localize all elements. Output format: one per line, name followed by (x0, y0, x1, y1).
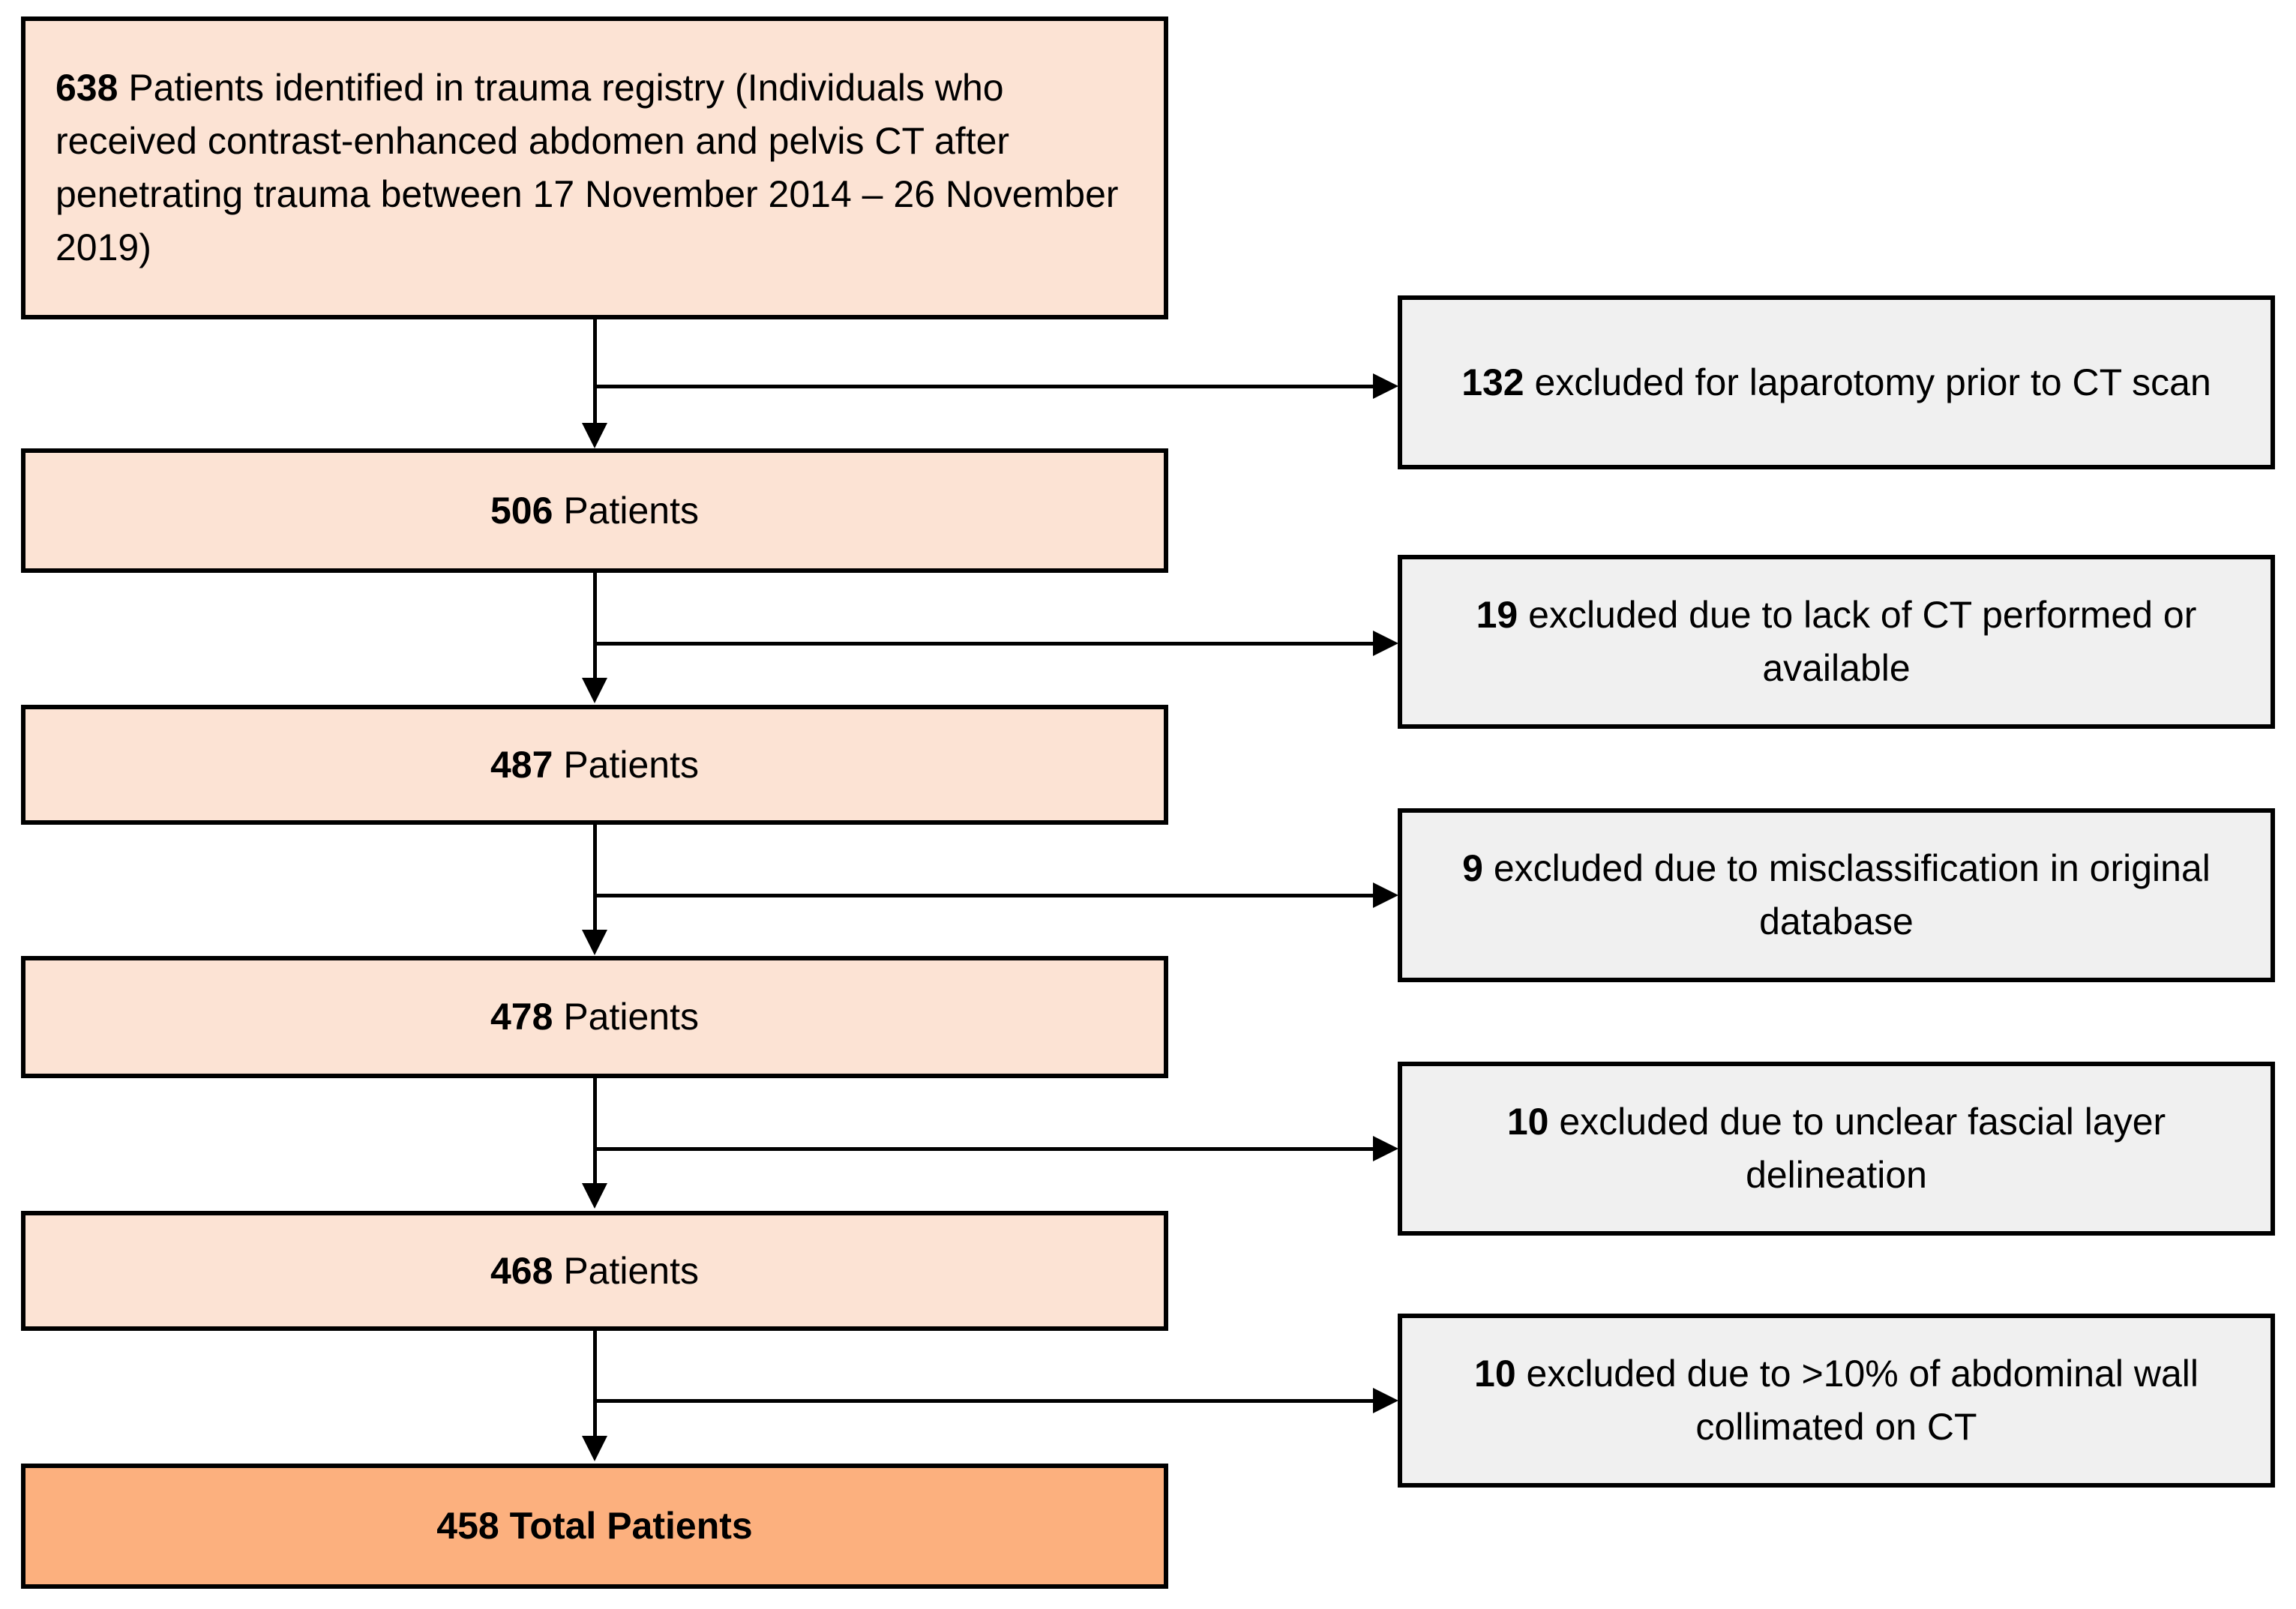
connector-vline-1 (593, 319, 597, 423)
cohort-label-638: Patients identified in trauma registry (… (55, 67, 1119, 268)
exclusion-label-19: excluded due to lack of CT performed or … (1518, 594, 2197, 689)
cohort-label-468: Patients (553, 1249, 699, 1292)
connector-arrow-right-3 (1373, 882, 1398, 908)
final-cohort-box-458: 458 Total Patients (21, 1464, 1168, 1589)
exclusion-box-19-text: 19 excluded due to lack of CT performed … (1402, 589, 2271, 695)
exclusion-label-9: excluded due to misclassification in ori… (1482, 847, 2211, 942)
connector-arrow-down-4 (582, 1183, 607, 1209)
exclusion-box-9: 9 excluded due to misclassification in o… (1398, 808, 2275, 982)
exclusion-box-10-fascial-text: 10 excluded due to unclear fascial layer… (1402, 1095, 2271, 1202)
final-label-458: Total Patients (499, 1505, 753, 1547)
exclusion-count-19: 19 (1476, 594, 1518, 636)
cohort-box-638: 638 Patients identified in trauma regist… (21, 16, 1168, 319)
connector-hline-4 (593, 1147, 1373, 1151)
cohort-box-478: 478 Patients (21, 956, 1168, 1078)
cohort-count-478: 478 (490, 996, 553, 1038)
connector-hline-2 (593, 642, 1373, 646)
connector-vline-5 (593, 1331, 597, 1436)
exclusion-label-10-fascial: excluded due to unclear fascial layer de… (1548, 1101, 2166, 1196)
connector-arrow-right-2 (1373, 631, 1398, 656)
exclusion-label-10-collimated: excluded due to >10% of abdominal wall c… (1515, 1353, 2199, 1448)
cohort-label-487: Patients (553, 743, 699, 786)
connector-vline-2 (593, 573, 597, 678)
exclusion-count-10-fascial: 10 (1506, 1101, 1549, 1143)
connector-arrow-right-4 (1373, 1136, 1398, 1161)
cohort-box-638-text: 638 Patients identified in trauma regist… (25, 61, 1164, 274)
cohort-box-506-text: 506 Patients (25, 484, 1164, 538)
exclusion-count-132: 132 (1461, 361, 1524, 403)
cohort-count-506: 506 (490, 489, 553, 532)
cohort-count-468: 468 (490, 1249, 553, 1292)
connector-hline-3 (593, 894, 1373, 897)
cohort-box-468: 468 Patients (21, 1211, 1168, 1331)
cohort-count-638: 638 (55, 67, 118, 109)
exclusion-box-10-collimated-text: 10 excluded due to >10% of abdominal wal… (1402, 1347, 2271, 1454)
exclusion-box-10-collimated: 10 excluded due to >10% of abdominal wal… (1398, 1314, 2275, 1488)
connector-arrow-down-3 (582, 930, 607, 955)
exclusion-box-9-text: 9 excluded due to misclassification in o… (1402, 842, 2271, 948)
exclusion-count-10-collimated: 10 (1474, 1353, 1516, 1395)
cohort-label-478: Patients (553, 996, 699, 1038)
exclusion-label-132: excluded for laparotomy prior to CT scan (1524, 361, 2211, 403)
cohort-count-487: 487 (490, 743, 553, 786)
exclusion-count-9: 9 (1462, 847, 1483, 889)
exclusion-box-10-fascial: 10 excluded due to unclear fascial layer… (1398, 1062, 2275, 1236)
exclusion-box-132-text: 132 excluded for laparotomy prior to CT … (1402, 356, 2271, 409)
connector-arrow-right-1 (1373, 373, 1398, 399)
connector-arrow-down-5 (582, 1436, 607, 1461)
exclusion-box-19: 19 excluded due to lack of CT performed … (1398, 555, 2275, 729)
connector-arrow-down-1 (582, 423, 607, 448)
exclusion-box-132: 132 excluded for laparotomy prior to CT … (1398, 295, 2275, 469)
connector-arrow-right-5 (1373, 1388, 1398, 1413)
cohort-box-478-text: 478 Patients (25, 990, 1164, 1044)
cohort-box-468-text: 468 Patients (25, 1245, 1164, 1298)
connector-arrow-down-2 (582, 678, 607, 703)
connector-vline-4 (593, 1078, 597, 1183)
cohort-box-506: 506 Patients (21, 448, 1168, 573)
final-cohort-box-458-text: 458 Total Patients (25, 1500, 1164, 1553)
cohort-label-506: Patients (553, 489, 699, 532)
connector-hline-5 (593, 1399, 1373, 1403)
connector-vline-3 (593, 825, 597, 930)
cohort-box-487-text: 487 Patients (25, 739, 1164, 792)
cohort-box-487: 487 Patients (21, 705, 1168, 825)
connector-hline-1 (593, 385, 1373, 388)
final-count-458: 458 (436, 1505, 499, 1547)
